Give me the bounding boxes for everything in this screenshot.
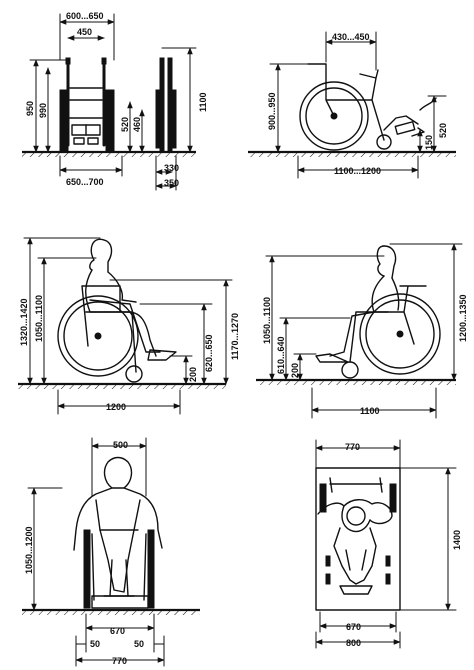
label-seat-width: 450 — [77, 27, 92, 37]
folded-wheelchair — [155, 57, 177, 153]
footprint-outline — [315, 467, 401, 611]
right-wheel — [105, 89, 115, 153]
label-footrest-520: 520 — [438, 123, 448, 138]
label-total-width: 770 — [112, 656, 127, 666]
label-height-outer: 950 — [25, 101, 35, 116]
label-eye-height: 1050...1200 — [24, 526, 34, 574]
label-inner-width: 670 — [346, 622, 361, 632]
label-head-height: 1320...1420 — [19, 298, 29, 346]
side-view-wheelchair — [299, 63, 437, 151]
label-top-width: 770 — [345, 442, 360, 452]
front-view-wheelchair — [59, 57, 115, 153]
label-inner-width: 670 — [110, 626, 125, 636]
label-seat-depth: 430...450 — [332, 32, 370, 42]
panel-front-person: 500 1050...1200 670 50 50 770 — [22, 437, 200, 667]
label-shoulder-width: 500 — [113, 440, 128, 450]
label-depth: 1200 — [106, 402, 126, 412]
label-push-handle-height: 1100 — [198, 92, 208, 112]
label-length: 1400 — [452, 530, 462, 550]
label-armrest-460: 460 — [132, 117, 142, 132]
label-eye-height: 1050...1100 — [262, 297, 272, 344]
label-wheel-330: 330 — [164, 163, 179, 173]
front-seated-person — [73, 456, 163, 609]
label-base-width: 650...700 — [66, 177, 104, 187]
label-back-height: 900...950 — [267, 92, 277, 130]
label-overall-width: 600...650 — [66, 11, 104, 21]
label-knee-height: 610...640 — [276, 336, 286, 374]
label-clearance-left: 50 — [90, 639, 100, 649]
label-head-height: 1200...1350 — [458, 294, 468, 342]
panel-top-view: 770 1400 670 800 — [315, 439, 462, 649]
label-height-inner: 990 — [38, 103, 48, 118]
label-wheel-350: 350 — [164, 178, 179, 188]
panel-front-side-chair: 600...650 450 950 990 520 460 1100 650..… — [22, 11, 208, 191]
label-length: 1100...1200 — [334, 166, 381, 176]
label-eye-height: 1050...1100 — [34, 295, 44, 342]
label-elbow-height: 620...650 — [204, 334, 214, 372]
top-view-person — [317, 477, 397, 595]
seated-man-figure — [57, 238, 177, 383]
label-clearance-right: 50 — [134, 639, 144, 649]
label-depth: 1100 — [360, 406, 380, 416]
label-armrest-520: 520 — [120, 117, 130, 132]
panel-side-man: 1320...1420 1050...1100 1170...1270 620.… — [18, 237, 240, 415]
ground-hatch — [22, 152, 196, 157]
seated-woman-figure — [315, 245, 441, 379]
panel-side-chair: 430...450 900...950 520 150 1100...1200 — [248, 31, 456, 179]
label-shoulder-height: 1170...1270 — [230, 313, 240, 360]
label-outer-width: 800 — [346, 638, 361, 648]
panel-side-woman: 1050...1100 1200...1350 610...640 200 11… — [256, 243, 468, 419]
label-foot-height: 200 — [290, 363, 300, 378]
label-footrest-150: 150 — [424, 135, 434, 150]
label-foot-height: 200 — [188, 367, 198, 382]
